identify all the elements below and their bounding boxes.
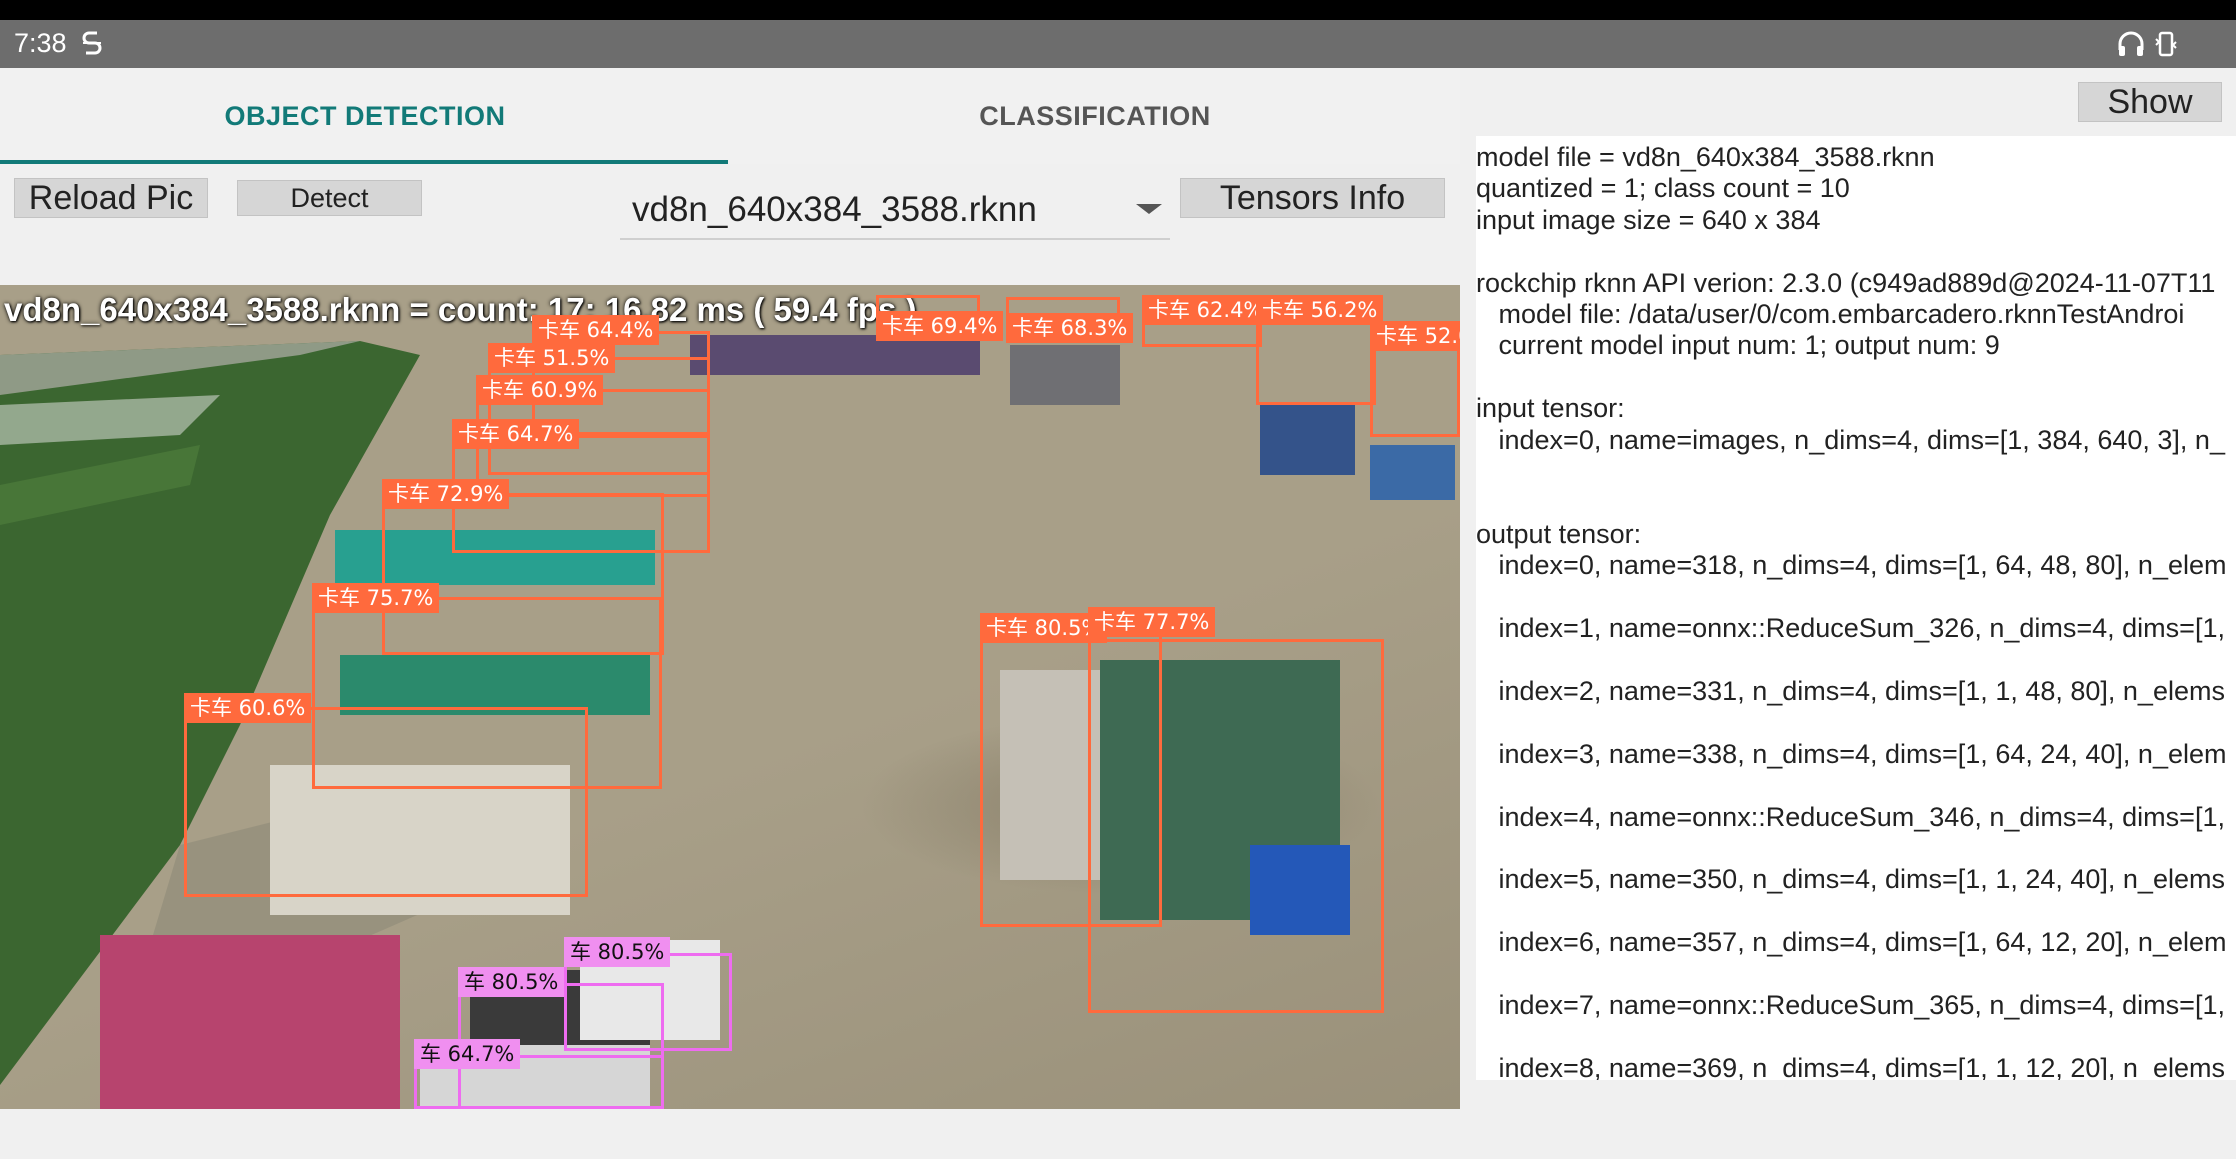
sim-icon	[82, 31, 102, 55]
detection-label: 卡车 64.4%	[532, 315, 660, 345]
detection-label: 卡车 75.7%	[312, 583, 440, 613]
detection-image: vd8n_640x384_3588.rknn = count: 17; 16.8…	[0, 285, 1460, 1109]
tensor-info-panel: Show model file = vd8n_640x384_3588.rknn…	[1460, 68, 2236, 1159]
tensors-info-button[interactable]: Tensors Info	[1180, 178, 1445, 218]
model-select-value: vd8n_640x384_3588.rknn	[632, 190, 1037, 229]
tab-classification[interactable]: CLASSIFICATION	[979, 100, 1211, 131]
detection-label: 卡车 62.4%	[1142, 295, 1270, 325]
detection-label: 卡车 77.7%	[1088, 607, 1216, 637]
detection-label: 卡车 51.5%	[488, 343, 616, 373]
headset-icon	[2118, 31, 2144, 56]
detection-box	[1088, 639, 1384, 1013]
tensor-info-text[interactable]: model file = vd8n_640x384_3588.rknn quan…	[1476, 136, 2236, 1080]
tensor-info-content: model file = vd8n_640x384_3588.rknn quan…	[1476, 142, 2227, 1080]
vibrate-icon	[2155, 31, 2177, 57]
detection-label: 卡车 69.4%	[876, 311, 1004, 341]
detection-label: 车 64.7%	[414, 1039, 521, 1069]
tab-object-detection[interactable]: OBJECT DETECTION	[224, 100, 506, 131]
status-time: 7:38	[14, 28, 67, 58]
detection-box	[382, 493, 664, 655]
chevron-down-icon	[1136, 204, 1162, 214]
detection-label: 卡车 80.5%	[980, 613, 1108, 643]
detection-label: 卡车 72.9%	[382, 479, 510, 509]
detection-label: 车 80.5%	[458, 967, 565, 997]
detection-label: 卡车 64.7%	[452, 419, 580, 449]
detection-box	[312, 597, 662, 789]
detection-summary: vd8n_640x384_3588.rknn = count: 17; 16.8…	[4, 291, 917, 328]
detection-label: 卡车 60.9%	[476, 375, 604, 405]
tab-bar: OBJECT DETECTION CLASSIFICATION	[0, 68, 1460, 164]
detection-box	[414, 1055, 664, 1109]
detection-label: 卡车 52.0%	[1370, 321, 1460, 351]
status-bar: 7:38	[0, 20, 2236, 68]
reload-pic-button[interactable]: Reload Pic	[14, 178, 208, 218]
active-tab-indicator	[0, 160, 728, 164]
detection-label: 车 80.5%	[564, 937, 671, 967]
detection-box	[184, 707, 588, 897]
app-window: OBJECT DETECTION CLASSIFICATION Reload P…	[0, 68, 2236, 1159]
show-button[interactable]: Show	[2078, 82, 2222, 122]
detection-panel: OBJECT DETECTION CLASSIFICATION Reload P…	[0, 68, 1460, 1159]
detect-button[interactable]: Detect	[237, 180, 422, 216]
model-select[interactable]: vd8n_640x384_3588.rknn	[620, 178, 1170, 240]
detection-label: 卡车 56.2%	[1256, 295, 1384, 325]
detection-label: 卡车 68.3%	[1006, 313, 1134, 343]
detection-label: 卡车 60.6%	[184, 693, 312, 723]
